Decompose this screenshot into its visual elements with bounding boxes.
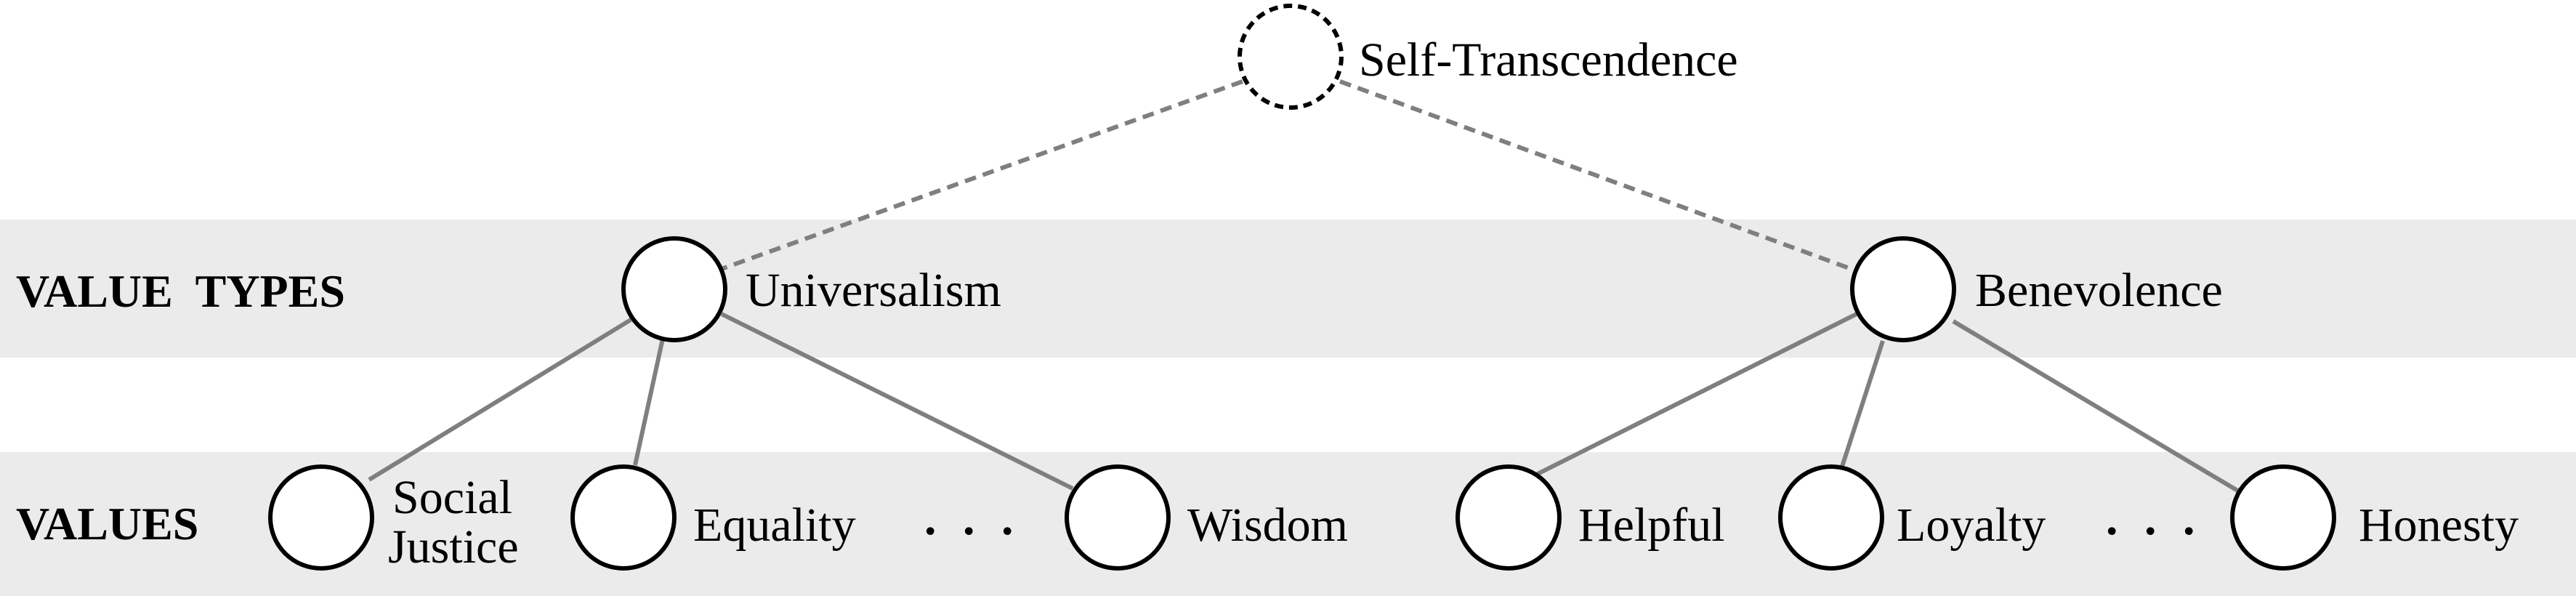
value-node-social-justice <box>268 464 374 571</box>
edge-benevolence-helpful <box>1511 310 1861 488</box>
value-label-wisdom: Wisdom <box>1187 499 1348 552</box>
edge-universalism-social-justice <box>368 318 632 482</box>
values-band <box>0 452 2576 596</box>
type-node-universalism <box>621 236 727 342</box>
row-label-values: VALUES <box>16 498 198 549</box>
value-node-equality <box>570 464 677 571</box>
value-label-helpful: Helpful <box>1578 499 1725 552</box>
value-node-loyalty <box>1778 464 1884 571</box>
edge-benevolence-loyalty <box>1840 340 1885 467</box>
value-node-honesty <box>2230 464 2336 571</box>
row-label-value-types: VALUE TYPES <box>16 265 345 317</box>
type-label-universalism: Universalism <box>746 264 1001 317</box>
value-types-band <box>0 220 2576 358</box>
value-label-loyalty: Loyalty <box>1897 499 2046 552</box>
edge-universalism-equality <box>633 338 665 466</box>
value-label-social-justice-line1: Social <box>392 471 512 524</box>
value-label-honesty: Honesty <box>2359 499 2519 552</box>
type-node-benevolence <box>1850 236 1956 342</box>
value-node-helpful <box>1455 464 1562 571</box>
edge-universalism-wisdom <box>720 312 1074 491</box>
root-label: Self-Transcendence <box>1359 33 1738 86</box>
root-node <box>1237 4 1344 110</box>
value-label-equality: Equality <box>693 499 856 552</box>
value-node-wisdom <box>1065 464 1171 571</box>
ellipsis-universalism: . . . <box>924 492 1021 545</box>
type-label-benevolence: Benevolence <box>1975 264 2223 317</box>
edge-benevolence-honesty <box>1952 319 2240 494</box>
edge-root-universalism <box>720 79 1244 271</box>
ellipsis-benevolence: . . . <box>2106 492 2202 545</box>
edge-root-benevolence <box>1339 79 1857 273</box>
value-label-social-justice-line2: Justice <box>388 520 519 573</box>
